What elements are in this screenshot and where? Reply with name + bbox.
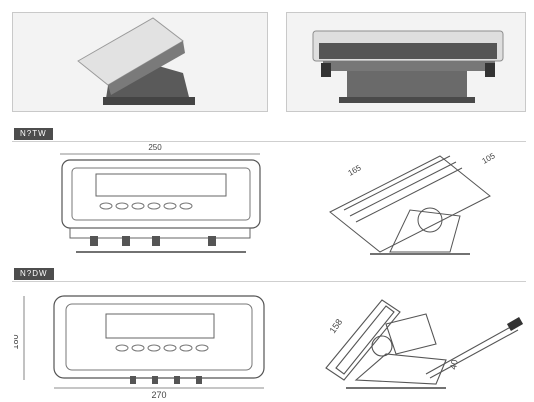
product-photo-front [286,12,526,112]
front-view-drawing-ntw: 250 [60,143,261,253]
dim-side-bottom-depth: 158 [327,317,344,335]
section-tag-ntw: N?TW [14,128,53,140]
front-view-drawing-ndw: 180 270 [14,295,265,400]
indicator-photo-angled [13,13,267,111]
dim-front-bottom-width: 270 [151,390,166,400]
side-view-drawing-ntw: 165 105 [329,151,498,255]
side-view-drawing-ndw: 158 40 [325,299,524,389]
dim-side-top-length: 105 [481,151,498,166]
dim-front-top-width: 250 [148,143,162,152]
indicator-photo-front [287,13,525,111]
dim-side-bottom-angle: 40 [448,359,460,371]
section-tag-ndw: N?DW [14,268,54,280]
dim-side-top-depth: 165 [347,163,364,178]
section-divider [12,281,526,282]
section-divider [12,141,526,142]
product-photo-angled [12,12,268,112]
dim-front-bottom-height: 180 [14,334,20,349]
